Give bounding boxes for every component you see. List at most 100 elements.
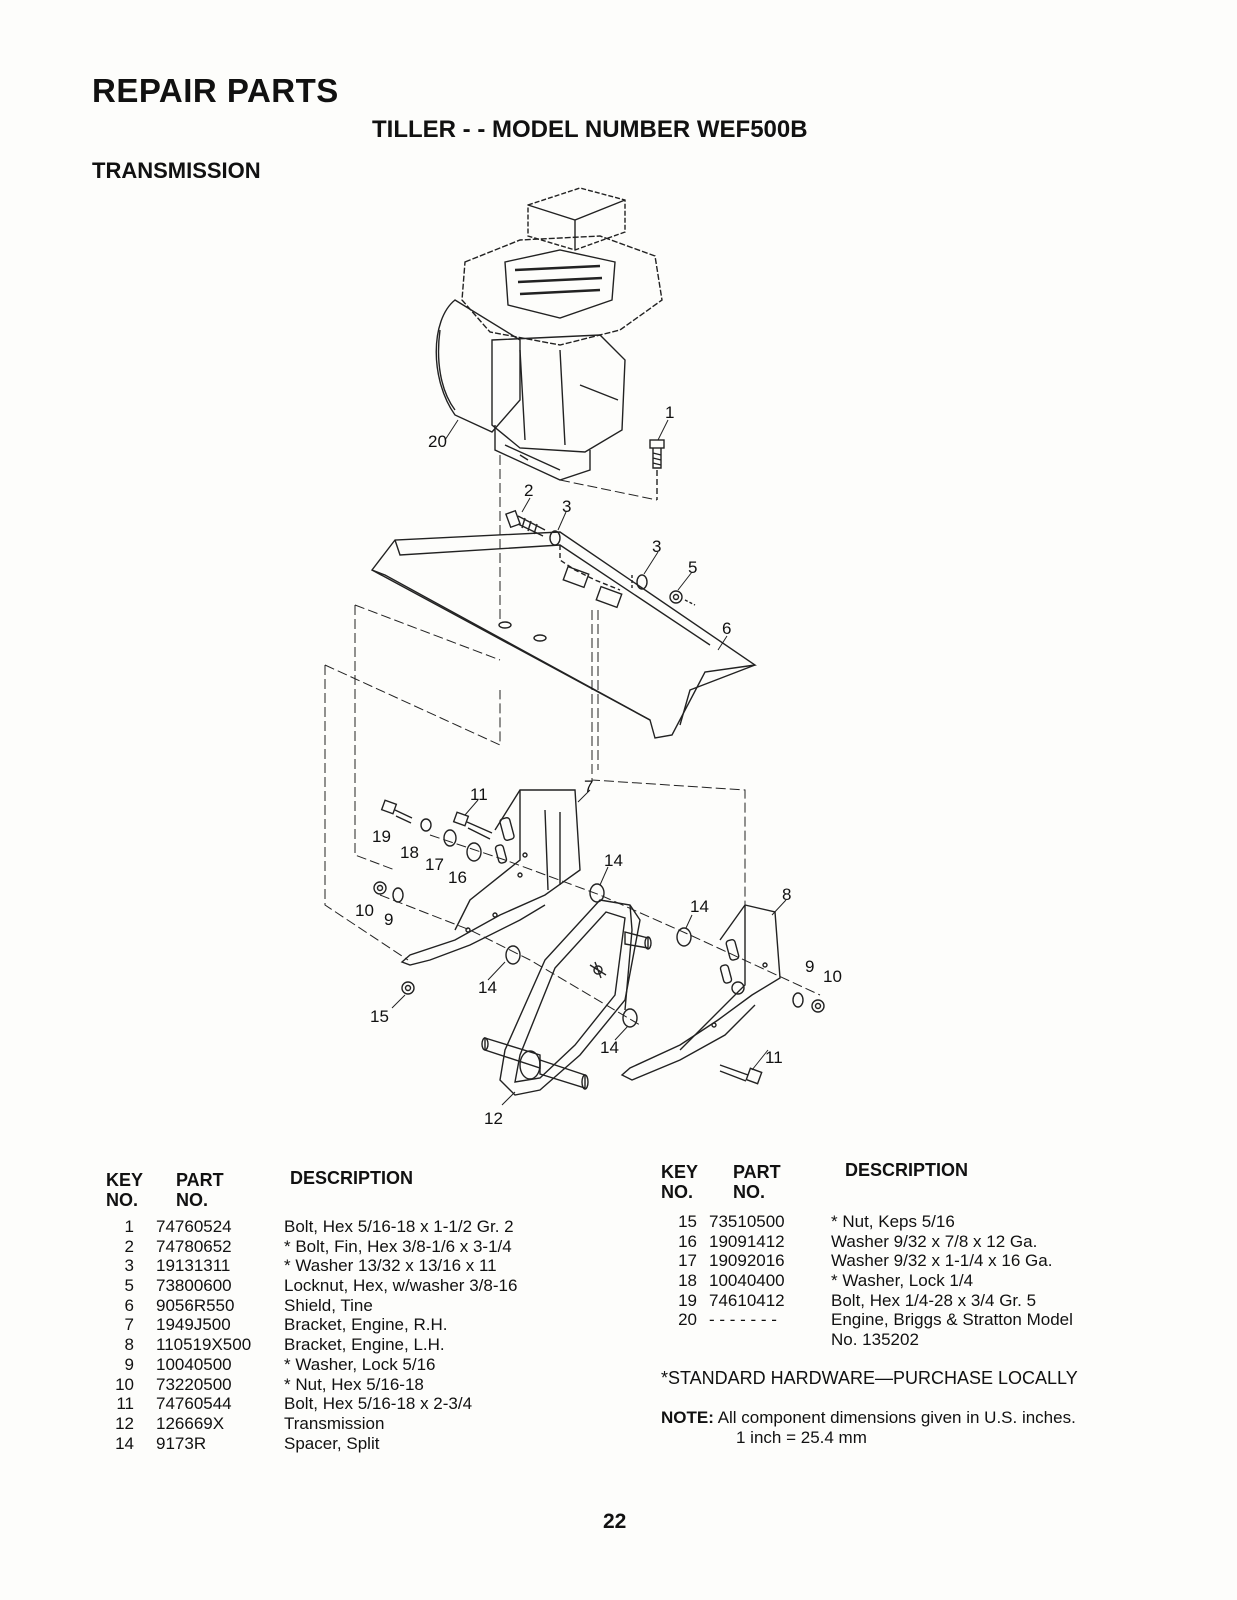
split-spacers-drawing [505,883,692,1028]
part-key-no: 14 [115,1433,134,1453]
part-number: 9173R [156,1433,207,1453]
part-row: 17 19092016 Washer 9/32 x 1-1/4 x 16 Ga. [661,1251,1181,1271]
callout-19: 19 [372,827,391,846]
part-key-no: 11 [116,1394,134,1414]
part-row: 7 1949J500 Bracket, Engine, R.H. [106,1315,626,1335]
page-number: 22 [603,1510,627,1533]
part-key-no: 6 [124,1295,134,1315]
callout-3b: 3 [652,537,661,556]
part-row: 2 74780652 * Bolt, Fin, Hex 3/8-1/6 x 3-1/… [106,1237,626,1257]
part-description: Washer 9/32 x 1-1/4 x 16 Ga. [831,1251,1053,1271]
callout-14b: 14 [690,897,709,916]
part-number: 74780652 [156,1236,232,1256]
part-key-no: 18 [678,1271,697,1291]
part-number: 10040400 [709,1271,785,1291]
dimensions-note: NOTE: All component dimensions given in … [661,1408,1076,1448]
part-row: 10 73220500 * Nut, Hex 5/16-18 [106,1375,626,1395]
col-key-header-left: KEY NO. [106,1170,144,1210]
callout-2: 2 [524,481,533,500]
transmission-drawing [481,899,652,1096]
callout-14a: 14 [604,851,623,870]
part-description: Shield, Tine [284,1295,373,1315]
part-row: 14 9173R Spacer, Split [106,1434,626,1454]
part-row: 8 110519X500 Bracket, Engine, L.H. [106,1335,626,1355]
part-description: Bolt, Hex 1/4-28 x 3/4 Gr. 5 [831,1290,1037,1310]
page-title: REPAIR PARTS [92,72,339,109]
part-description: Bracket, Engine, R.H. [284,1315,448,1335]
callout-7: 7 [584,777,593,796]
part-number: 110519X500 [156,1335,252,1355]
part-row: 20- - - - - - -Engine, Briggs & Stratton… [661,1310,1181,1330]
part-key-no: 15 [678,1212,697,1231]
part-key-no: 2 [124,1236,134,1256]
callout-1: 1 [665,403,674,422]
part-description: Locknut, Hex, w/washer 3/8-16 [284,1276,518,1296]
part-key-no: 12 [115,1413,134,1433]
exploded-parts-diagram: 20 1 2 3 3 5 6 7 8 11 19 18 17 16 14 14 … [324,187,842,1128]
part-description: Washer 9/32 x 7/8 x 12 Ga. [831,1231,1038,1251]
part-description: Spacer, Split [284,1433,380,1453]
callout-6: 6 [722,619,731,638]
callout-8: 8 [782,885,791,904]
part-description: * Bolt, Fin, Hex 3/8-1/6 x 3-1/4 [284,1236,512,1256]
callout-9a: 9 [384,910,393,929]
part-key-no: 5 [124,1276,134,1296]
callout-11b: 11 [765,1048,783,1067]
part-number: - - - - - - - [709,1310,777,1330]
part-number: 73220500 [156,1374,232,1394]
part-key-no: 1 [124,1217,134,1236]
part-description: Bolt, Hex 5/16-18 x 1-1/2 Gr. 2 [284,1217,514,1236]
part-number: 10040500 [156,1354,232,1374]
part-description: Bracket, Engine, L.H. [284,1335,445,1355]
note-line-1: All component dimensions given in U.S. i… [717,1408,1076,1427]
callout-15: 15 [370,1007,389,1026]
part-key-no: 19 [678,1290,697,1310]
bolt-1-drawing [649,439,665,500]
col-part-header-right: PART NO. [733,1162,781,1202]
engine-drawing [435,187,663,481]
part-number: 126669X [156,1413,225,1433]
callout-12: 12 [484,1109,503,1128]
shield-hardware-drawing [505,509,696,609]
col-part-header-left: PART NO. [176,1170,224,1210]
callout-20: 20 [428,432,447,451]
part-number: 9056R550 [156,1295,235,1315]
part-number: 1949J500 [156,1315,231,1335]
part-number: 74610412 [709,1290,785,1310]
callout-14d: 14 [600,1038,619,1057]
part-number: 19091412 [709,1231,785,1251]
col-key-header-right: KEY NO. [661,1162,699,1202]
part-key-no: 10 [115,1374,134,1394]
part-key-no: 8 [124,1335,134,1355]
part-description: * Nut, Hex 5/16-18 [284,1374,424,1394]
callout-14c: 14 [478,978,497,997]
part-description: Bolt, Hex 5/16-18 x 2-3/4 [284,1394,473,1414]
part-row-continued: No. 135202 [661,1330,1181,1350]
part-key-no: 9 [124,1354,134,1374]
part-description: * Washer 13/32 x 13/16 x 11 [284,1256,497,1276]
shield-tine-drawing [370,531,757,739]
col-desc-header-right: DESCRIPTION [845,1160,969,1180]
callout-17: 17 [425,855,444,874]
bracket-rh-drawing [400,789,581,966]
note-label: NOTE: [661,1408,714,1427]
callout-10b: 10 [823,967,842,986]
callout-3a: 3 [562,497,571,516]
part-description: Engine, Briggs & Stratton Model [831,1310,1073,1330]
part-description: * Washer, Lock 5/16 [284,1354,436,1374]
part-key-no: 17 [678,1251,697,1271]
part-key-no: 7 [124,1315,134,1335]
bracket-hardware-drawing [373,799,825,1085]
part-key-no: 3 [124,1256,134,1276]
part-description-continued: No. 135202 [831,1330,919,1350]
part-number: 19092016 [709,1251,785,1271]
